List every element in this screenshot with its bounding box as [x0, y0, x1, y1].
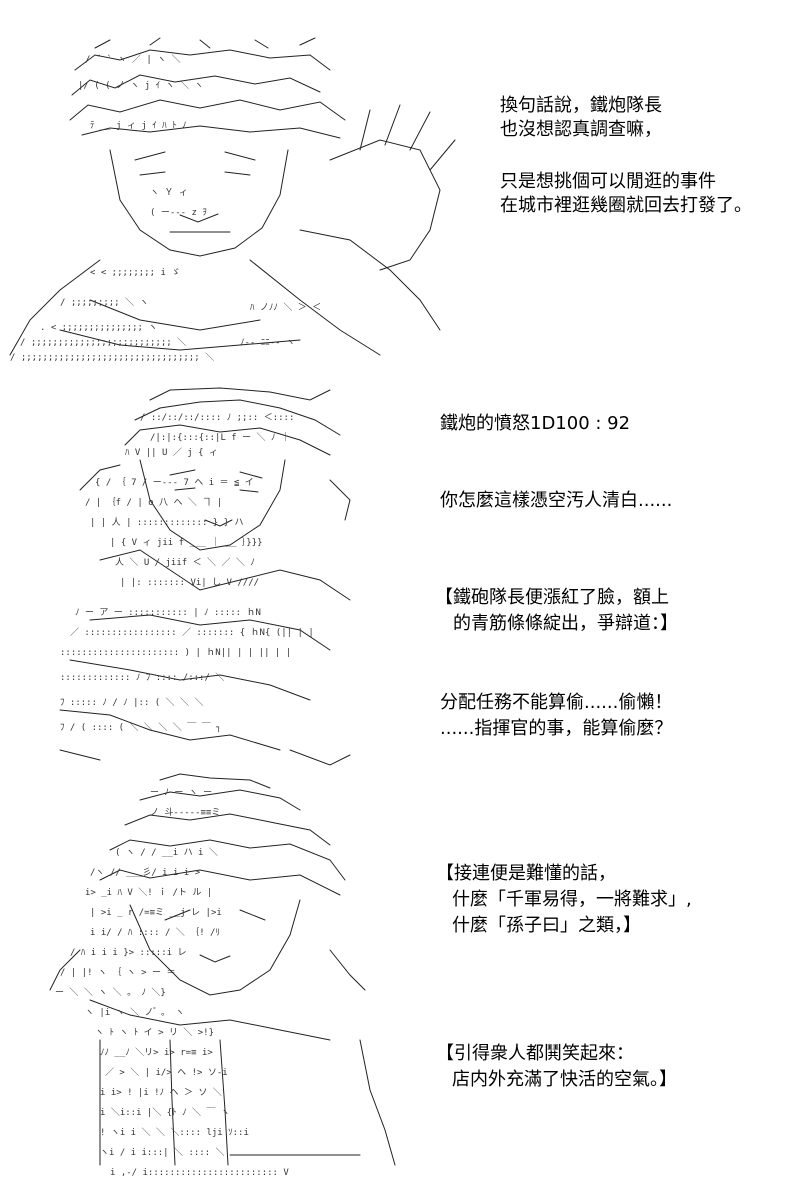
narration-line-5: 店内外充滿了快活的空氣。】	[452, 1069, 677, 1090]
narration-line-1: 換句話說，鐵炮隊長	[500, 95, 662, 116]
svg-text:ﾃ __ j ィ j ｲ ﾊ ﾄ ﾉ: ﾃ __ j ィ j ｲ ﾊ ﾄ ﾉ	[90, 120, 187, 131]
svg-text:/|:|:{:::{::|L f ー ＼ ﾉ ｜: /|:|:{:::{::|L f ー ＼ ﾉ ｜	[150, 432, 290, 443]
svg-text:i> _i ﾊ V ＼! ｉ /ト ル |: i> _i ﾊ V ＼! ｉ /ト ル |	[85, 887, 212, 898]
svg-text:ﾌ ::::: ﾉ / ﾉ |:: ( ＼ ＼ ＼: ﾌ ::::: ﾉ / ﾉ |:: ( ＼ ＼ ＼	[60, 697, 203, 708]
svg-text:i ＼i::i |＼ {ﾄ ﾉ ＼ ￣ ヽ: i ＼i::i |＼ {ﾄ ﾉ ＼ ￣ ヽ	[100, 1106, 230, 1118]
svg-text:i i> ! |i !ﾉ ヘ ＞ ソ ＼: i i> ! |i !ﾉ ヘ ＞ ソ ＼	[100, 1087, 222, 1098]
svg-text:ﾊ ノﾉﾉ ＼ ＞ ＜: ﾊ ノﾉﾉ ＼ ＞ ＜	[250, 302, 321, 313]
panel-3: ー ﾉ ー ヽ ー ノ 斗‐‐‐‐‐≡≡ミ ( ヽ / / __i ハ i ＼ …	[0, 770, 800, 1200]
ascii-art-captain-angry: / ::/::/::/:::: ﾉ ;;:: ＜:::: /|:|:{:::{:…	[0, 380, 480, 770]
svg-text:ー ﾉ ー ヽ ー: ー ﾉ ー ヽ ー	[150, 788, 212, 798]
dice-roll-line: 鐵炮的憤怒1D100 : 92	[440, 413, 631, 434]
svg-text:/ ;;;;;;;;;;;;;;;;;;;;;;;;;; ＼: / ;;;;;;;;;;;;;;;;;;;;;;;;;; ＼	[20, 337, 186, 348]
panel-1: / ´ ` ヽ ／ | ヽ ＼ |/ ( ( ノ ヽ j ｲ ヽ ＼ ヽ ﾃ _…	[0, 0, 800, 370]
svg-text:. < ;;;;;;;;;;;;;;; ヽ: . < ;;;;;;;;;;;;;;; ヽ	[40, 323, 157, 333]
svg-text:ヽi / i i:::| ＼ :::: ＼: ヽi / i i:::| ＼ :::: ＼	[100, 1147, 225, 1158]
svg-text:|/ ( ( ノ ヽ j ｲ ヽ ＼ ヽ: |/ ( ( ノ ヽ j ｲ ヽ ＼ ヽ	[78, 80, 203, 91]
narration-line-1: 【接連便是難懂的話，	[436, 863, 616, 884]
narration-line-2: 什麼「千軍易得，一將難求」,	[452, 889, 692, 910]
dialogue-line-3: ......指揮官的事，能算偷麼？	[440, 718, 673, 739]
svg-text:／ ::::::::::::::::: ／ :::::::: ／ ::::::::::::::::: ／ ::::::: { ｈN{ (|| …	[70, 627, 314, 638]
svg-text:( ヽ / / __i ハ i ＼: ( ヽ / / __i ハ i ＼	[115, 847, 218, 858]
svg-text:ノ 斗‐‐‐‐‐≡≡ミ: ノ 斗‐‐‐‐‐≡≡ミ	[150, 807, 220, 818]
svg-text:| |: ::::::: Vi| し V ////: | |: ::::::: Vi| し V ////	[120, 577, 259, 588]
ascii-art-drawing: / ´ ` ヽ ／ | ヽ ＼ |/ ( ( ノ ヽ j ｲ ヽ ＼ ヽ ﾃ _…	[9, 37, 456, 363]
svg-text:ﾊ V || U ／ j { ィ: ﾊ V || U ／ j { ィ	[125, 447, 218, 458]
svg-text:/ ´ ` ヽ ／ | ヽ ＼: / ´ ` ヽ ／ | ヽ ＼	[85, 54, 181, 65]
narration-line-3: 什麼「孫子曰」之類，】	[452, 915, 641, 936]
svg-text:ﾉ‐‐ ﾆﾆ‐‐ ヽ: ﾉ‐‐ ﾆﾆ‐‐ ヽ	[240, 338, 295, 348]
svg-text::::::::::::::::::::::: ) | ｈN|: :::::::::::::::::::::: ) | ｈN|| | | || |…	[60, 647, 291, 658]
narration-line-1: 【鐵砲隊長便漲紅了臉，額上	[435, 587, 669, 608]
svg-text:/ ﾊ i i i }> :::::i レ: / ﾊ i i i }> :::::i レ	[70, 948, 186, 958]
panel-2: / ::/::/::/:::: ﾉ ;;:: ＜:::: /|:|:{:::{:…	[0, 380, 800, 770]
ascii-art-drawing: ー ﾉ ー ヽ ー ノ 斗‐‐‐‐‐≡≡ミ ( ヽ / / __i ハ i ＼ …	[49, 773, 396, 1178]
svg-text:/ヽ // ___彡/ i i i >: /ヽ // ___彡/ i i i >	[90, 867, 201, 878]
svg-text:| | 人 | ::::::::::::: } } ハ: | | 人 | ::::::::::::: } } ハ	[90, 517, 243, 528]
narration-line-2: 也沒想認真調查嘛，	[500, 119, 662, 140]
dialogue-line-2: 分配任務不能算偷......偷懶！	[440, 692, 673, 713]
svg-text:／ > ＼ | i/> ヘ !> ソ‐i: ／ > ＼ | i/> ヘ !> ソ‐i	[105, 1067, 228, 1078]
svg-text:/ | ｛f / | o 八 ヘ ＼ ヿ |: / | ｛f / | o 八 ヘ ＼ ヿ |	[85, 497, 222, 508]
svg-text:ヽ Ｙ ィ: ヽ Ｙ ィ	[150, 188, 188, 198]
svg-text:ヽ ﾄ ヽ ﾄ イ > リ ＼ >!}: ヽ ﾄ ヽ ﾄ イ > リ ＼ >!}	[95, 1027, 214, 1038]
svg-text:ヽ |i ヽ ＼ ノ ゚ 。 ヽ: ヽ |i ヽ ＼ ノ ゚ 。 ヽ	[85, 1006, 184, 1018]
svg-text:ー ＼ ＼ ヽ ＼ 。 ﾉ ＼}: ー ＼ ＼ ヽ ＼ 。 ﾉ ＼}	[55, 987, 166, 998]
svg-text:/ ;;;;;;;;; ＼ ヽ: / ;;;;;;;;; ＼ ヽ	[60, 297, 148, 308]
svg-text:ﾌ / ( :::: ( ＼ ＼ ＼ ＼ ￣ ￣ ┐: ﾌ / ( :::: ( ＼ ＼ ＼ ＼ ￣ ￣ ┐	[60, 721, 221, 733]
narration-line-4: 【引得衆人都鬨笑起來：	[436, 1043, 634, 1064]
svg-text:::::::::::::: ﾉ ﾌ :::: /:::/ ＼: ::::::::::::: ﾉ ﾌ :::: /:::/ ＼	[60, 672, 224, 683]
svg-text:/ ::/::/::/:::: ﾉ ;;:: ＜::::: / ::/::/::/:::: ﾉ ;;:: ＜::::	[140, 413, 294, 423]
svg-text:| >i _ r /=≡ミ __j レ |>i: | >i _ r /=≡ミ __j レ |>i	[90, 908, 222, 918]
ascii-art-character-waving: / ´ ` ヽ ／ | ヽ ＼ |/ ( ( ノ ヽ j ｲ ヽ ＼ ヽ ﾃ _…	[0, 0, 480, 370]
svg-text:/ ;;;;;;;;;;;;;;;;;;;;;;;;;;;;: / ;;;;;;;;;;;;;;;;;;;;;;;;;;;;;;;;; ＼	[10, 352, 214, 363]
svg-text:ﾉ ー ア ー ::::::::::: | ﾉ :::::: ﾉ ー ア ー ::::::::::: | ﾉ ::::: ｈN	[75, 607, 261, 618]
ascii-art-character-laughing: ー ﾉ ー ヽ ー ノ 斗‐‐‐‐‐≡≡ミ ( ヽ / / __i ハ i ＼ …	[0, 770, 480, 1200]
narration-line-3: 只是想挑個可以閒逛的事件	[500, 171, 716, 192]
svg-text:| { V ィ jii f ___ ｜ __ ｝}}}: | { V ィ jii f ___ ｜ __ ｝}}}	[110, 537, 263, 548]
svg-text:{ / ｛ 7 / ー‐‐‐ 7 ヘ i ＝ ≦ イ: { / ｛ 7 / ー‐‐‐ 7 ヘ i ＝ ≦ イ	[95, 477, 254, 488]
narration-line-4: 在城市裡逛幾圈就回去打發了。	[500, 195, 752, 216]
svg-text:i i/ / ﾊ :::: / ＼ ｛! /ﾘ: i i/ / ﾊ :::: / ＼ ｛! /ﾘ	[90, 927, 220, 938]
svg-text:( ー‐‐‐ z ｦ: ( ー‐‐‐ z ｦ	[150, 208, 207, 218]
narration-line-2: 的青筋條條綻出，爭辯道：】	[453, 613, 678, 634]
svg-text:! ヽi i ＼ ＼ ＼:::: lji ｿ::i: ! ヽi i ＼ ＼ ＼:::: lji ｿ::i	[100, 1127, 249, 1138]
dialogue-line-1: 你怎麼這樣憑空汚人清白......	[440, 490, 673, 511]
svg-text:/ | |! ヽ ｛ ヽ > ー ＝: / | |! ヽ ｛ ヽ > ー ＝	[60, 967, 175, 978]
svg-text:人 ＼ U / jiif ＜ ＼ ／ ＼ ﾉ: 人 ＼ U / jiif ＜ ＼ ／ ＼ ﾉ	[115, 557, 255, 568]
svg-text:< < ;;;;;;;; i ゞ: < < ;;;;;;;; i ゞ	[90, 268, 180, 278]
svg-text:i ,‐/ i:::::::::::::::::::: i ,‐/ i:::::::::::::::::::::::: V	[110, 1168, 289, 1178]
ascii-art-drawing: / ::/::/::/:::: ﾉ ;;:: ＜:::: /|:|:{:::{:…	[59, 387, 351, 766]
svg-text:ﾉﾉ __ﾉ ＼リ> i> r=≡ i>: ﾉﾉ __ﾉ ＼リ> i> r=≡ i>	[100, 1047, 213, 1058]
